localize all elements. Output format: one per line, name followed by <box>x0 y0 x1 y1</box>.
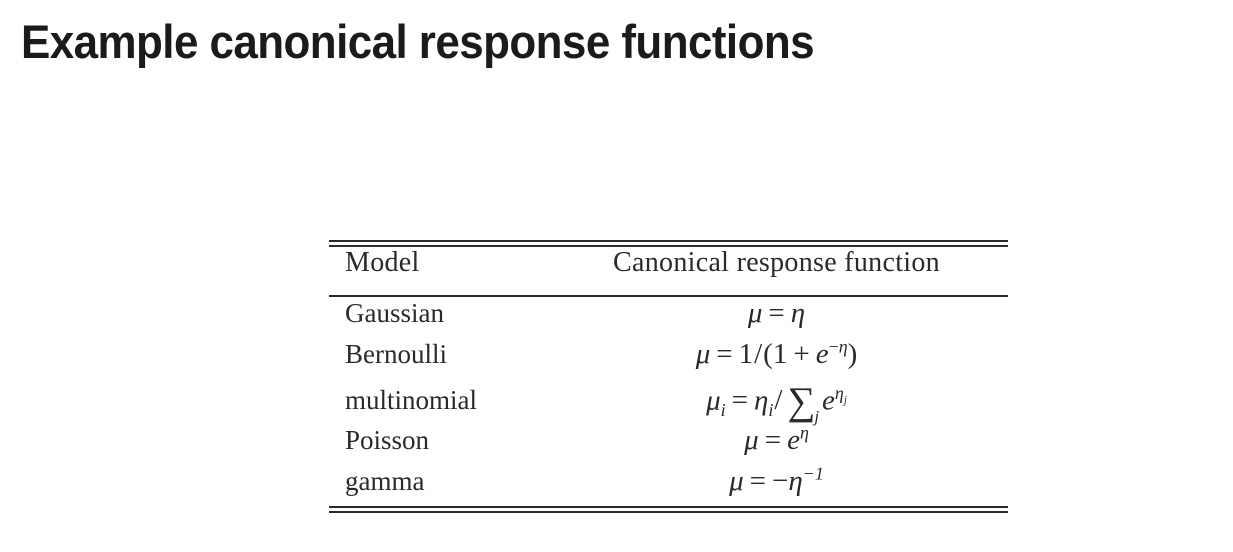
symbol-mu: μ <box>729 465 744 497</box>
symbol-eta: η <box>838 336 848 357</box>
formula-multinomial: μi=ηi/∑jeηj <box>706 379 847 426</box>
row-formula-poisson: μ=eη <box>545 422 1008 465</box>
exponent-minus-one: −1 <box>802 463 824 484</box>
formula-poisson: μ=eη <box>744 422 809 457</box>
symbol-eta: η <box>754 384 769 417</box>
row-label-gaussian: Gaussian <box>345 298 444 328</box>
page-title: Example canonical response functions <box>21 15 815 68</box>
symbol-plus: + <box>793 338 810 370</box>
row-formula-gaussian: μ=η <box>545 297 1008 338</box>
table-top-rule-outer <box>329 240 1008 242</box>
canonical-response-table: Model Canonical response function Gaussi… <box>329 240 1008 513</box>
table-row: Bernoulli μ=1/(1+e−η) <box>329 336 1008 379</box>
symbol-equals: = <box>731 384 748 417</box>
table-header: Model Canonical response function <box>329 247 1008 295</box>
row-label-bernoulli: Bernoulli <box>345 339 447 369</box>
symbol-minus: − <box>828 336 839 357</box>
formula-bernoulli: μ=1/(1+e−η) <box>695 336 858 371</box>
numeral-one: 1 <box>738 338 754 370</box>
symbol-slash: / <box>774 384 783 417</box>
subscript-i: i <box>720 400 726 421</box>
symbol-summation: ∑ <box>787 380 816 423</box>
column-header-model: Model <box>345 247 420 278</box>
row-formula-multinomial: μi=ηi/∑jeηj <box>545 379 1008 426</box>
symbol-rparen: ) <box>847 338 858 370</box>
table-top-rule-inner <box>329 245 1008 247</box>
symbol-equals: = <box>716 338 733 370</box>
symbol-lparen: ( <box>763 338 773 370</box>
table: Model Canonical response function <box>329 247 1008 295</box>
exponent-minus-eta: −η <box>829 336 848 356</box>
symbol-mu: μ <box>744 424 759 456</box>
numeral-one: 1 <box>772 338 788 370</box>
symbol-equals: = <box>768 297 785 329</box>
row-label-gamma: gamma <box>345 466 425 496</box>
symbol-slash: / <box>754 338 763 370</box>
table-bottom-rule-outer <box>329 511 1008 513</box>
table-header-row: Model Canonical response function <box>329 247 1008 295</box>
symbol-mu: μ <box>695 338 711 370</box>
table-row: gamma μ=−η−1 <box>329 463 1008 506</box>
table-body-wrapper: Gaussian μ=η Bernoulli μ=1/(1+e−η) multi… <box>329 297 1008 506</box>
symbol-equals: = <box>764 424 782 456</box>
row-formula-gamma: μ=−η−1 <box>545 463 1008 506</box>
table-bottom-rule-inner <box>329 506 1008 508</box>
exponent-eta: η <box>799 422 809 443</box>
row-label-multinomial: multinomial <box>345 385 477 416</box>
column-header-formula: Canonical response function <box>613 247 940 278</box>
formula-gamma: μ=−η−1 <box>729 463 824 498</box>
table-row: Poisson μ=eη <box>329 422 1008 465</box>
symbol-e: e <box>822 384 835 417</box>
symbol-eta: η <box>834 382 844 403</box>
symbol-equals: = <box>749 465 767 497</box>
table-row: multinomial μi=ηi/∑jeηj <box>329 379 1008 426</box>
table-header-rule <box>329 295 1008 297</box>
subscript-i: i <box>768 400 774 421</box>
symbol-mu: μ <box>706 384 721 417</box>
symbol-minus: − <box>772 465 789 497</box>
exponent-eta-j: ηj <box>834 382 847 407</box>
formula-gaussian: μ=η <box>748 297 805 330</box>
table-row: Gaussian μ=η <box>329 297 1008 338</box>
symbol-mu: μ <box>747 297 763 329</box>
symbol-e: e <box>815 338 829 370</box>
row-formula-bernoulli: μ=1/(1+e−η) <box>545 336 1008 379</box>
symbol-e: e <box>787 424 800 456</box>
summation-index-j: j <box>814 406 820 426</box>
symbol-eta: η <box>790 297 806 329</box>
row-label-poisson: Poisson <box>345 425 430 455</box>
table-body: Gaussian μ=η Bernoulli μ=1/(1+e−η) multi… <box>329 297 1008 506</box>
symbol-eta: η <box>788 465 803 497</box>
subscript-j: j <box>843 394 847 407</box>
